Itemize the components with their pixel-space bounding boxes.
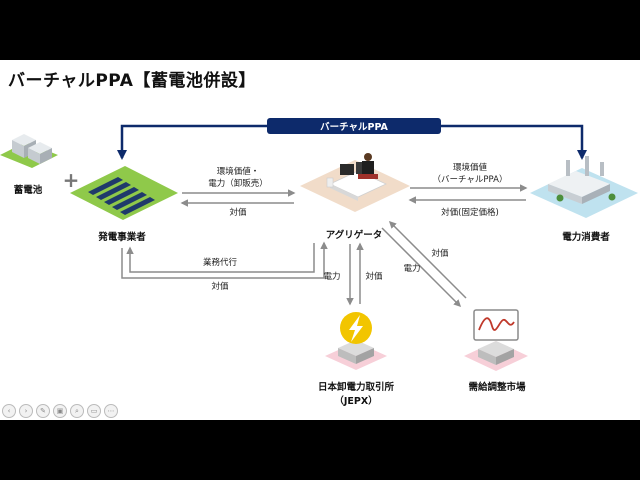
agg-to-con-label-2: （バーチャルPPA） xyxy=(433,174,508,185)
plus-sign: + xyxy=(63,168,80,192)
next-slide-icon[interactable]: › xyxy=(19,404,33,418)
virtual-ppa-connector: バーチャルPPA xyxy=(117,118,587,160)
consumer-label: 電力消費者 xyxy=(562,231,610,243)
gen-to-agg-label-2: 電力（卸販売） xyxy=(208,178,268,189)
prev-slide-icon[interactable]: ‹ xyxy=(2,404,16,418)
gen-to-agg-label-1: 環境価値・ xyxy=(217,166,260,177)
slide-title: バーチャルPPA【蓄電池併設】 xyxy=(8,71,256,91)
balancing-market-label: 需給調整市場 xyxy=(468,381,526,393)
aggregator-label: アグリゲータ xyxy=(326,229,383,241)
pen-icon[interactable]: ✎ xyxy=(36,404,50,418)
virtual-ppa-label: バーチャルPPA xyxy=(320,121,388,133)
factory-icon xyxy=(530,156,638,218)
jepx-label-line2: （JEPX） xyxy=(334,395,377,407)
market-payment-label: 対価 xyxy=(431,248,449,259)
battery-storage-icon xyxy=(0,134,58,168)
jepx-power-label: 電力 xyxy=(323,271,340,282)
view-icon[interactable]: ▣ xyxy=(53,404,67,418)
monitor-wave-icon xyxy=(464,309,528,371)
solar-panel-field-icon xyxy=(70,166,178,220)
con-to-agg-payment-label: 対価(固定価格) xyxy=(441,207,499,218)
ppa-diagram: バーチャルPPA 蓄電池 + 発電事業者 xyxy=(0,118,638,407)
agency-service-label: 業務代行 xyxy=(203,257,238,268)
gen-agg-arrows xyxy=(180,189,296,207)
slide: バーチャルPPA【蓄電池併設】 バーチャルPPA 蓄電池 + xyxy=(0,60,640,420)
virtual-ppa-banner xyxy=(267,118,441,134)
agency-arrows xyxy=(121,241,328,279)
agg-to-con-label-1: 環境価値 xyxy=(453,162,488,173)
agg-con-arrows xyxy=(408,184,528,204)
jepx-payment-label: 対価 xyxy=(365,271,383,282)
market-power-label: 電力 xyxy=(403,263,420,274)
agg-to-gen-payment-label: 対価 xyxy=(229,207,247,218)
battery-label: 蓄電池 xyxy=(14,184,43,196)
more-options-icon[interactable]: ⋯ xyxy=(104,404,118,418)
agency-payment-label: 対価 xyxy=(211,281,229,292)
desk-operator-icon xyxy=(300,153,410,212)
jepx-label-line1: 日本卸電力取引所 xyxy=(318,381,395,393)
subtitle-icon[interactable]: ▭ xyxy=(87,404,101,418)
agg-market-arrows xyxy=(381,220,467,308)
zoom-icon[interactable]: ⌕ xyxy=(70,404,84,418)
slide-controls: ‹ › ✎ ▣ ⌕ ▭ ⋯ xyxy=(2,404,118,418)
generator-label: 発電事業者 xyxy=(97,231,146,243)
lightning-bolt-icon xyxy=(325,312,387,370)
agg-jepx-arrows xyxy=(346,242,364,306)
